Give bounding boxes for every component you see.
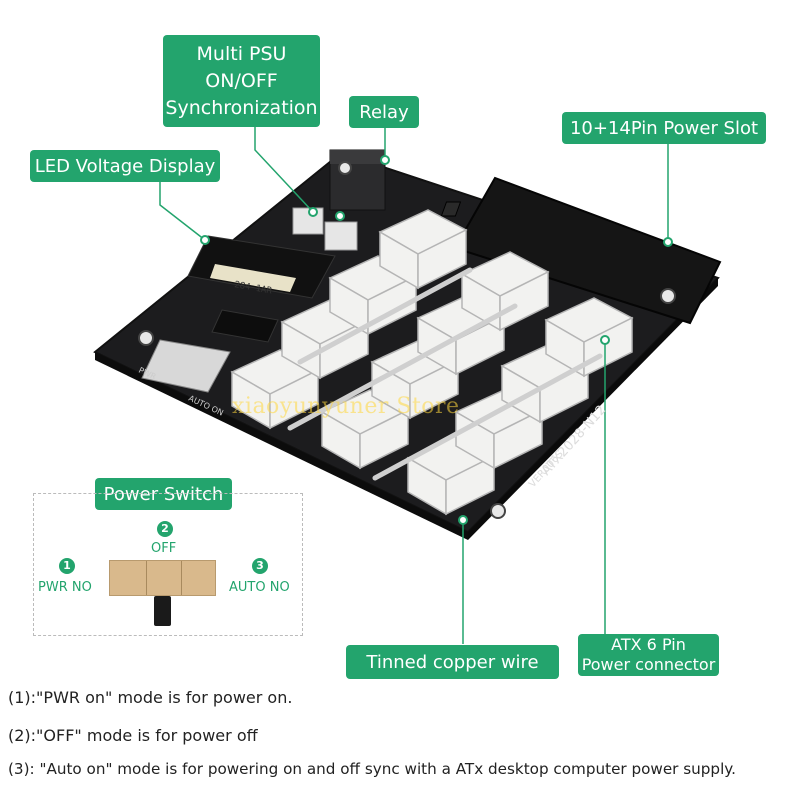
relay-callout: Relay (349, 96, 419, 128)
tinned-copper-strips (287, 267, 603, 481)
switch-body (109, 560, 216, 596)
mounting-holes (138, 161, 676, 519)
leader-dots (200, 155, 673, 525)
sync-header-1 (292, 207, 324, 235)
position-2-label: OFF (151, 541, 177, 556)
position-3-badge: 3 (252, 558, 268, 574)
power-switch-callout: Power Switch (95, 478, 232, 510)
note-2: (2):"OFF" mode is for power off (8, 726, 258, 745)
position-2-badge: 2 (157, 521, 173, 537)
led-display-callout: LED Voltage Display (30, 150, 220, 182)
sync-header-2 (324, 221, 358, 251)
power-switch-diagram (33, 493, 303, 636)
power-slot-callout: 10+14Pin Power Slot (562, 112, 766, 144)
position-1-label: PWR NO (38, 580, 92, 595)
note-3: (3): "Auto on" mode is for powering on a… (8, 760, 736, 778)
position-1-badge: 1 (59, 558, 75, 574)
led-display (187, 235, 336, 299)
tinned-wire-callout: Tinned copper wire (346, 645, 559, 679)
power-slot (453, 176, 722, 325)
switch-lever (154, 596, 171, 626)
note-1: (1):"PWR on" mode is for power on. (8, 688, 293, 707)
multi-psu-callout: Multi PSU ON/OFF Synchronization (163, 35, 320, 127)
position-3-label: AUTO NO (229, 580, 290, 595)
chip (211, 309, 279, 343)
atx-6pin-callout: ATX 6 Pin Power connector (578, 634, 719, 676)
power-slot-pins (440, 201, 462, 217)
leader-lines (159, 127, 669, 644)
board-switch (141, 339, 231, 393)
store-watermark: xiaoyunyuner Store (232, 394, 460, 419)
